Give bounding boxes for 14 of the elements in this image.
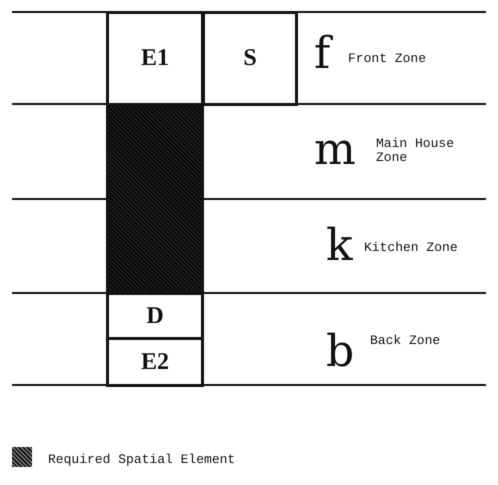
zone-name: Kitchen Zone xyxy=(364,241,458,255)
zone-letter: k xyxy=(326,224,353,268)
zone-name: Main House Zone xyxy=(376,137,456,165)
zone-name: Back Zone xyxy=(370,334,440,348)
room-box: D xyxy=(106,292,204,340)
zone-letter: f xyxy=(314,32,330,76)
zone-letter: m xyxy=(314,128,356,172)
zone-letter: b xyxy=(326,330,354,374)
room-box: E2 xyxy=(106,337,204,387)
room-box: E1 xyxy=(106,11,204,106)
zone-name: Front Zone xyxy=(348,52,426,66)
legend-text: Required Spatial Element xyxy=(48,453,236,467)
room-box: S xyxy=(202,11,298,106)
hatched-area xyxy=(106,104,204,294)
